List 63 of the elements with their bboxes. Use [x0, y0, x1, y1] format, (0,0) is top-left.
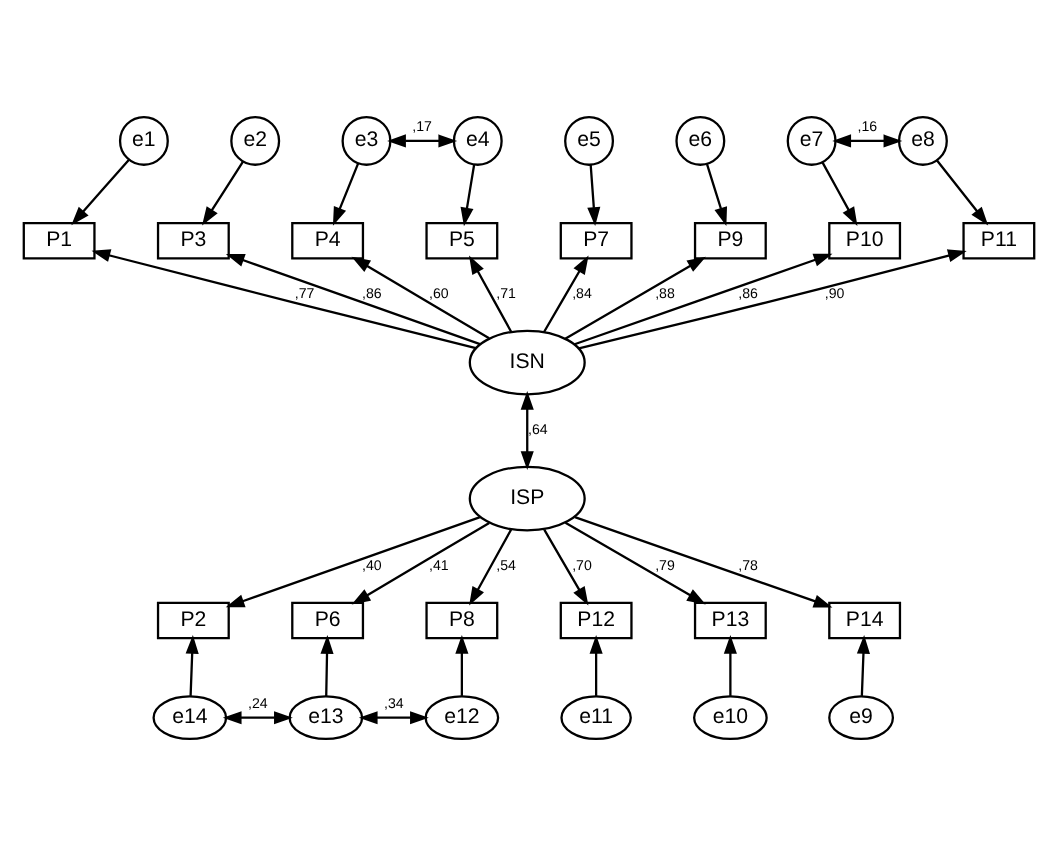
- node-box: P6: [291, 601, 365, 640]
- arrow: [222, 711, 293, 725]
- arrow: [225, 254, 481, 346]
- node-ellipse: e11: [560, 695, 632, 741]
- node-box: P4: [291, 221, 365, 260]
- node-circle: e7: [786, 115, 837, 166]
- arrow: [455, 635, 469, 696]
- arrow: [202, 161, 244, 226]
- arrow: [574, 253, 833, 346]
- arrow: [332, 163, 360, 226]
- arrow: [460, 164, 476, 227]
- node-box: P11: [962, 221, 1036, 260]
- node-circle: e1: [118, 115, 169, 166]
- node-ellipse: e14: [152, 695, 228, 741]
- arrow: [387, 134, 458, 148]
- arrow: [469, 529, 513, 606]
- node-box: P1: [22, 221, 96, 260]
- node-box: P3: [156, 221, 230, 260]
- arrow: [543, 255, 589, 333]
- arrow: [723, 635, 737, 696]
- arrow: [520, 390, 534, 470]
- node-box: P2: [156, 601, 230, 640]
- node-circle: e3: [341, 115, 392, 166]
- node-ellipse: e9: [828, 695, 895, 741]
- node-box: P8: [425, 601, 499, 640]
- node-circle: e5: [564, 115, 615, 166]
- arrow: [543, 529, 589, 606]
- arrow: [564, 256, 706, 340]
- node-box: P12: [559, 601, 633, 640]
- node-circle: e4: [452, 115, 503, 166]
- arrow: [578, 249, 967, 350]
- arrow: [71, 159, 130, 226]
- arrow: [935, 159, 989, 226]
- arrow: [320, 635, 334, 696]
- node-ellipse: e12: [424, 695, 500, 741]
- arrow: [705, 163, 728, 227]
- node-ellipse: e13: [288, 695, 364, 741]
- arrow: [351, 521, 490, 605]
- arrow: [351, 256, 490, 340]
- node-circle: e2: [230, 115, 281, 166]
- arrow: [574, 516, 833, 608]
- arrow: [185, 635, 199, 696]
- node-box: P9: [693, 221, 767, 260]
- arrow: [225, 516, 481, 608]
- node-ellipse: ISN: [468, 329, 586, 396]
- node-ellipse: e10: [693, 695, 768, 741]
- node-circle: e8: [897, 115, 948, 166]
- arrow: [587, 164, 601, 226]
- node-box: P5: [425, 221, 499, 260]
- node-box: P14: [828, 601, 902, 640]
- arrow: [564, 521, 706, 605]
- arrow: [856, 635, 870, 696]
- arrow: [358, 711, 429, 725]
- arrow: [821, 162, 858, 226]
- arrow: [469, 255, 513, 333]
- node-box: P7: [559, 221, 633, 260]
- node-box: P10: [828, 221, 902, 260]
- node-box: P13: [693, 601, 767, 640]
- node-ellipse: ISP: [468, 465, 586, 532]
- arrow: [832, 134, 903, 148]
- node-circle: e6: [675, 115, 726, 166]
- arrow: [589, 635, 603, 696]
- arrow: [91, 249, 477, 350]
